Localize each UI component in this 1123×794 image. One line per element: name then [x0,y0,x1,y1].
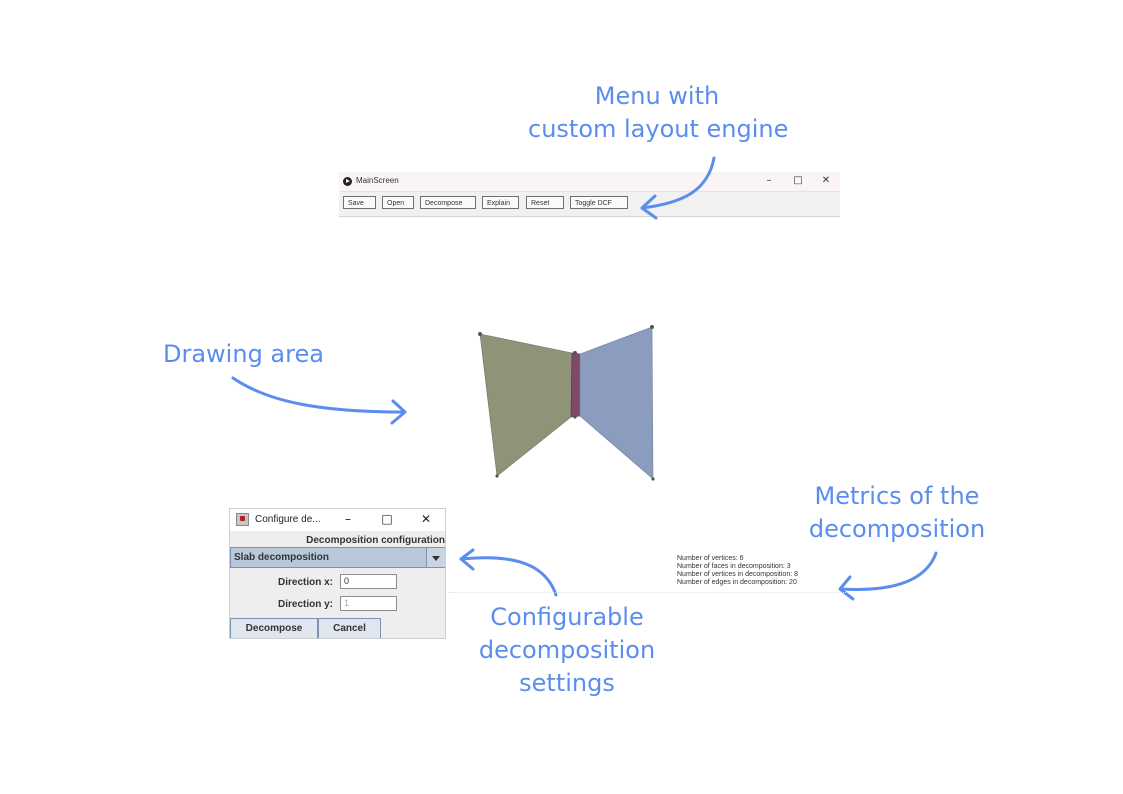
annotation-line: custom layout engine [528,115,789,143]
java-app-icon [236,513,249,526]
method-select-value: Slab decomposition [234,552,330,563]
main-window: MainScreen – □ ✕ Save Open Decompose Exp… [339,172,840,217]
save-button[interactable]: Save [343,196,376,209]
maximize-icon[interactable]: □ [381,512,393,526]
direction-x-input[interactable]: 0 [340,574,397,589]
annotation-line: decomposition [478,636,656,664]
config-heading: Decomposition configuration [306,535,445,546]
reset-button[interactable]: Reset [526,196,564,209]
cancel-button[interactable]: Cancel [318,618,381,638]
method-select[interactable]: Slab decomposition [230,547,445,568]
annotation-line: Configurable [490,603,644,631]
config-dialog-title: Configure de... [255,514,321,525]
close-icon[interactable]: ✕ [821,175,831,186]
vertex[interactable] [495,474,499,478]
annotation-line: Drawing area [163,340,324,368]
drawing-arrowhead [390,399,407,425]
config-arrow [459,556,558,597]
metrics-panel: Number of vertices: 6 Number of faces in… [677,555,798,587]
face-right[interactable] [579,326,654,480]
drawing-arrow [231,376,406,414]
vertices [478,325,655,481]
config-dialog-titlebar[interactable]: Configure de... – □ ✕ [230,509,445,531]
metric-line: Number of edges in decomposition: 20 [677,579,797,586]
toggle-dcf-button[interactable]: Toggle DCF [570,196,628,209]
config-annotation: Configurable decomposition settings [474,601,660,700]
direction-x-label: Direction x: [277,577,333,588]
main-window-title: MainScreen [356,176,399,185]
face-left[interactable] [479,333,573,477]
annotation-line: Metrics of the [814,482,980,510]
toolbar: Save Open Decompose Explain Reset Toggle… [339,192,840,216]
metric-line: Number of vertices: 6 [677,555,744,562]
menu-annotation: Menu with custom layout engine [528,80,789,146]
vertex[interactable] [651,477,655,481]
direction-y-input[interactable]: 1 [340,596,397,611]
metric-line: Number of faces in decomposition: 3 [677,563,791,570]
menu-arrowhead [640,194,658,220]
maximize-icon[interactable]: □ [793,175,803,186]
vertex[interactable] [478,332,482,336]
config-dialog: Configure de... – □ ✕ Decomposition conf… [229,508,446,639]
drawing-area-annotation: Drawing area [163,338,324,371]
decompose-button[interactable]: Decompose [420,196,476,209]
direction-y-label: Direction y: [277,599,333,610]
close-icon[interactable]: ✕ [420,512,432,526]
app-icon [343,177,352,186]
minimize-icon[interactable]: – [766,175,772,186]
vertex[interactable] [650,325,654,329]
annotation-line: Menu with [594,82,720,110]
main-window-titlebar[interactable]: MainScreen – □ ✕ [339,172,840,192]
vertex[interactable] [573,415,577,419]
divider [448,592,848,593]
menu-arrow [640,156,716,210]
annotation-line: settings [519,669,615,697]
open-button[interactable]: Open [382,196,414,209]
chevron-down-icon[interactable] [426,548,445,567]
vertex[interactable] [573,351,577,355]
config-arrowhead [459,548,475,571]
decompose-button[interactable]: Decompose [230,618,318,638]
metrics-arrow [839,551,938,591]
metric-line: Number of vertices in decomposition: 8 [677,571,798,578]
face-middle[interactable] [570,352,581,418]
explain-button[interactable]: Explain [482,196,519,209]
annotation-line: decomposition [808,515,986,543]
metrics-arrowhead [838,575,855,601]
metrics-annotation: Metrics of the decomposition [798,480,996,546]
minimize-icon[interactable]: – [345,512,351,526]
